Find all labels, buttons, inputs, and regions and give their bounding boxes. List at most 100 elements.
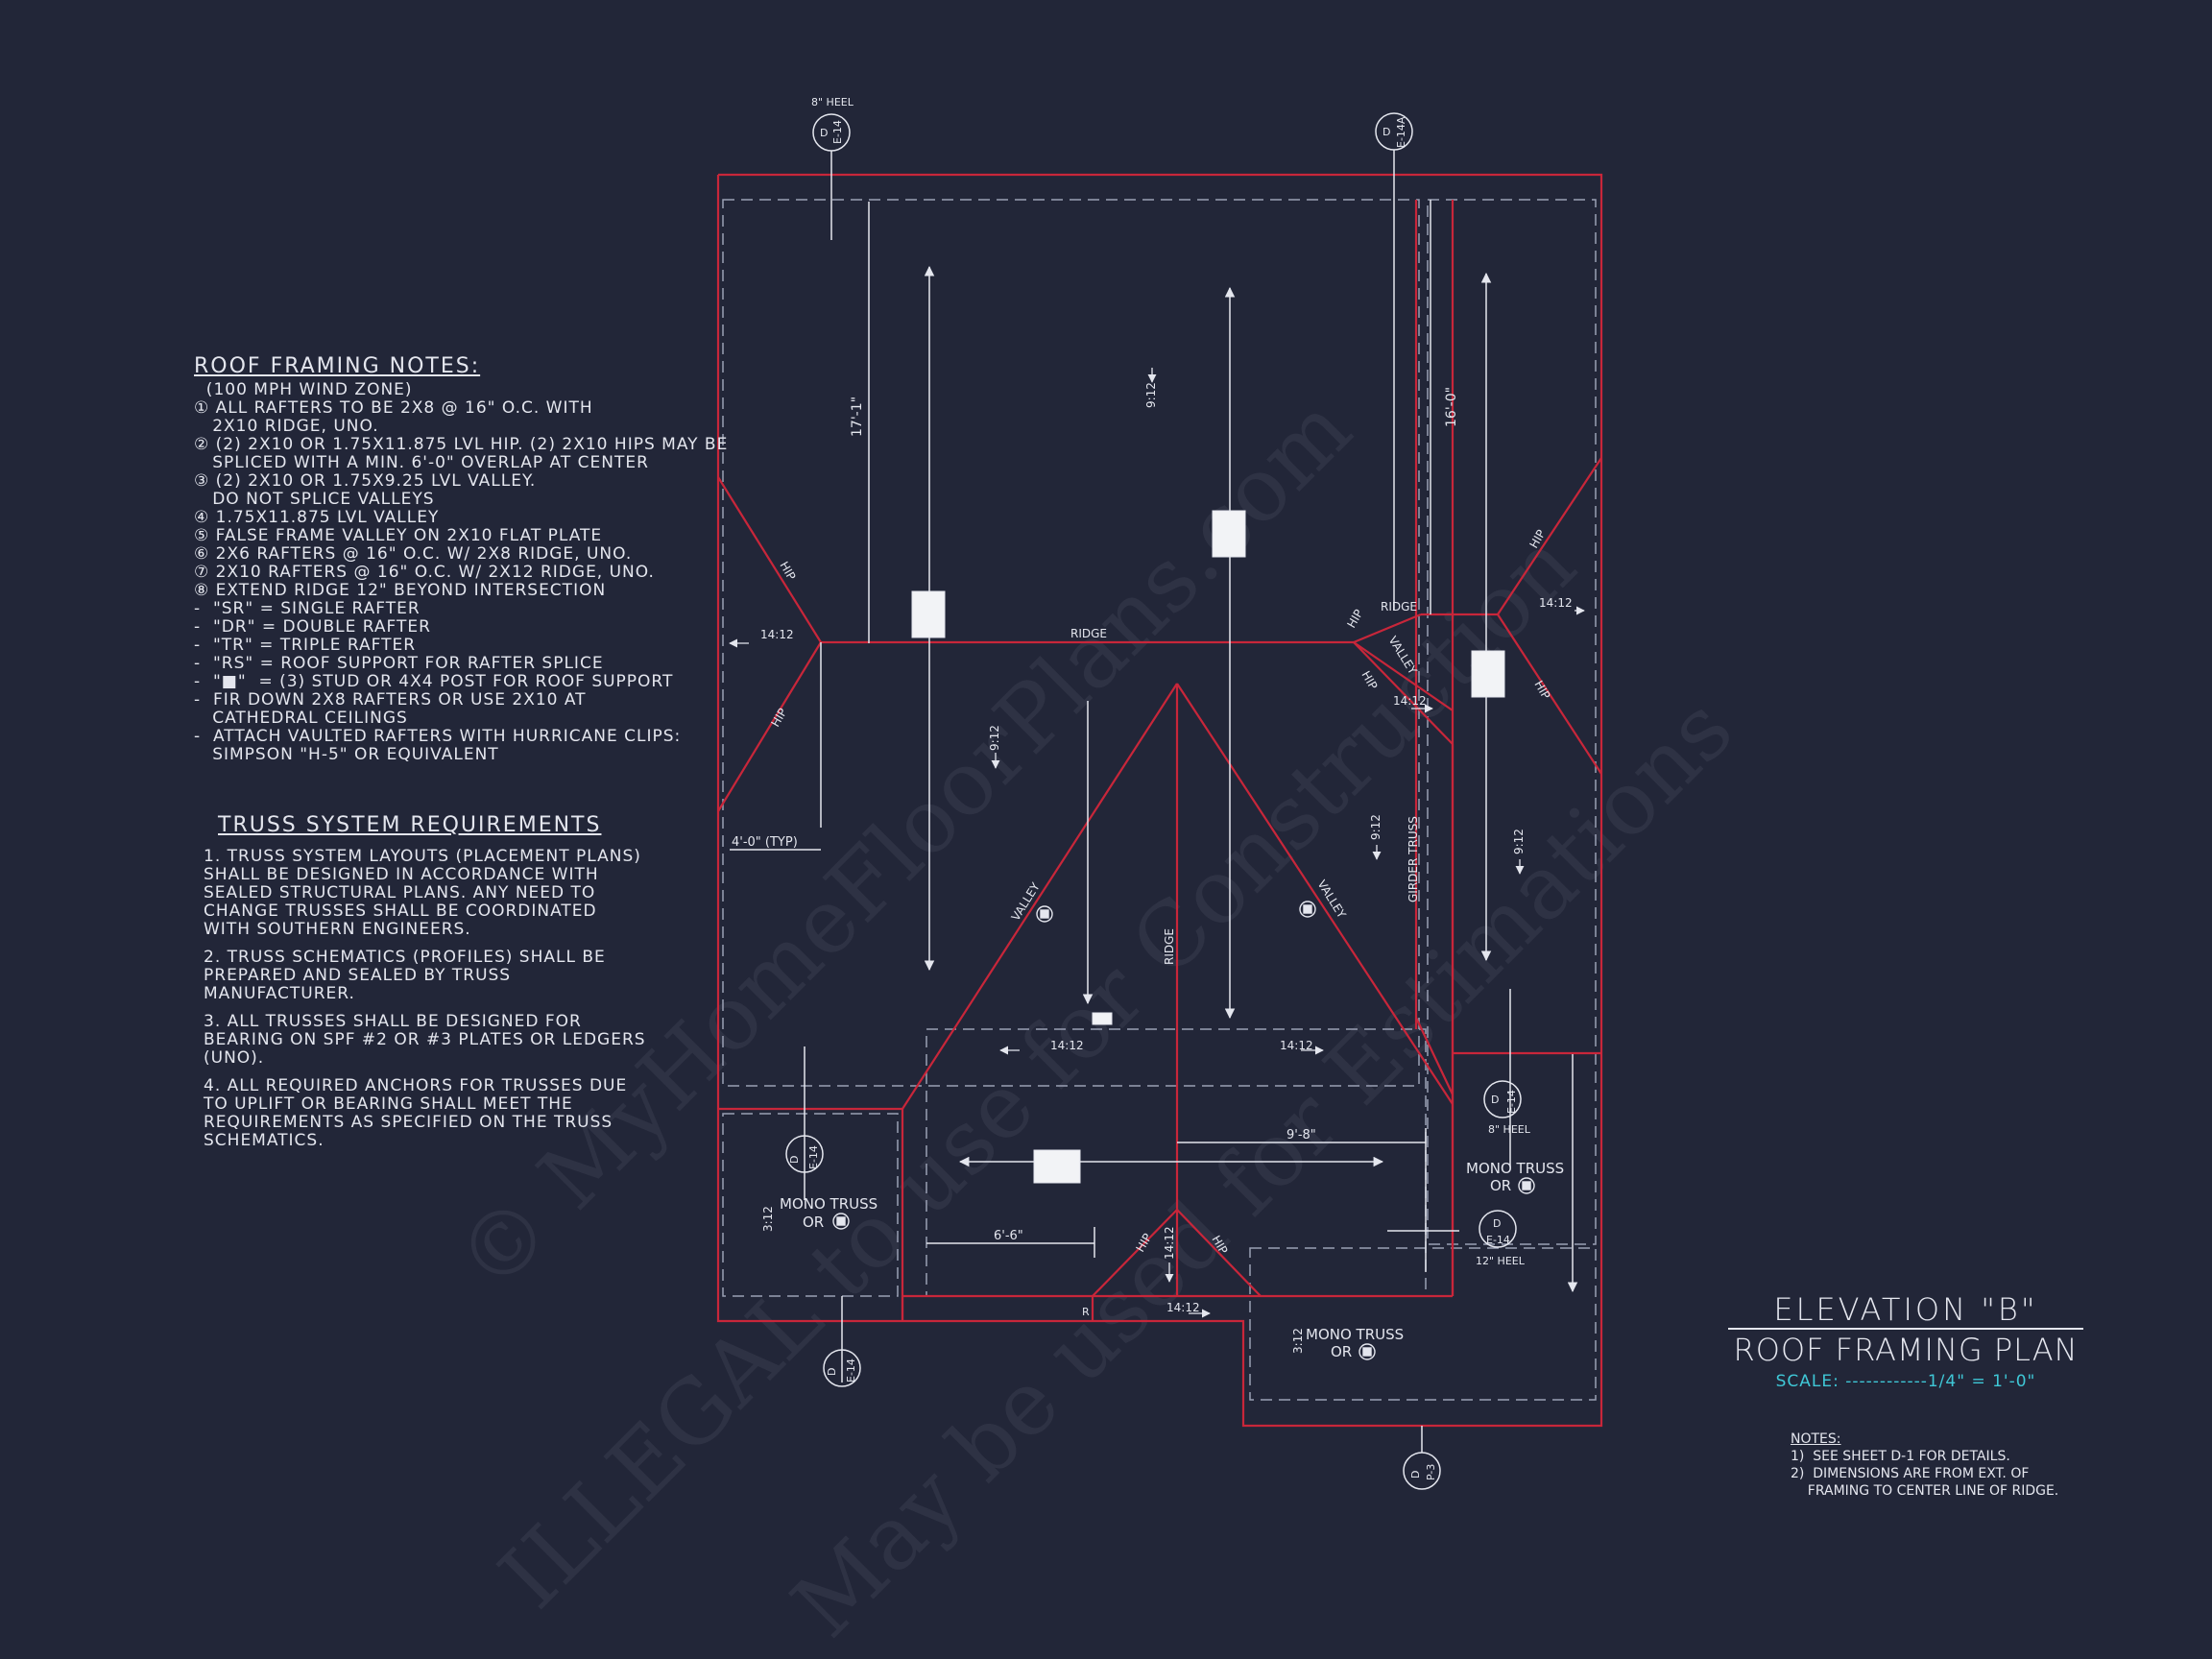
- roof-note-line: - "SR" = SINGLE RAFTER: [194, 599, 421, 618]
- truss-note-paragraph: 1. TRUSS SYSTEM LAYOUTS (PLACEMENT PLANS…: [204, 847, 641, 939]
- mono-truss-or-3: OR: [1331, 1343, 1352, 1360]
- mono-truss-label-1: MONO TRUSS: [780, 1195, 878, 1213]
- ridge-label-main: RIDGE: [1070, 627, 1107, 640]
- roof-notes-heading: ROOF FRAMING NOTES:: [194, 354, 481, 378]
- roof-note-line: ⑧ EXTEND RIDGE 12" BEYOND INTERSECTION: [194, 581, 607, 600]
- callout-3-sheet: E-14: [1505, 1090, 1518, 1114]
- callout-1-sheet: E-14: [831, 120, 844, 144]
- roof-note-line: ⑦ 2x10 RAFTERS @ 16" O.C. W/ 2x12 RIDGE,…: [194, 563, 655, 582]
- truss-note-paragraph: 4. ALL REQUIRED ANCHORS FOR TRUSSES DUE …: [204, 1076, 628, 1150]
- callout-3-d: D: [1491, 1094, 1499, 1106]
- callout-1-heel: 8" HEEL: [811, 96, 854, 108]
- callout-4-heel: 12" HEEL: [1476, 1255, 1526, 1267]
- dim-17-1: 17'-1": [850, 397, 865, 437]
- mono-truss-label-3: MONO TRUSS: [1306, 1326, 1404, 1343]
- callout-1-d: D: [820, 127, 828, 139]
- hip-label-2: HIP: [768, 706, 789, 729]
- title-elevation: ELEVATION "B": [1773, 1291, 2038, 1328]
- roof-notes-list: (100 MPH WIND ZONE)① ALL RAFTERS TO BE 2…: [194, 381, 728, 764]
- girder-truss-label: GIRDER TRUSS: [1407, 816, 1420, 902]
- valley-label-2: VALLEY: [1314, 878, 1349, 921]
- sheet-notes-heading: NOTES:: [1791, 1431, 1841, 1447]
- callout-2-sheet: E-14A: [1395, 116, 1407, 148]
- roof-note-line: - "DR" = DOUBLE RAFTER: [194, 617, 431, 637]
- mono-truss-or-1: OR: [803, 1214, 824, 1231]
- pitch-14-b2: 14:12: [1280, 1039, 1313, 1052]
- sheet-notes: NOTES: 1) SEE SHEET D-1 FOR DETAILS. 2) D…: [1791, 1431, 2058, 1500]
- roof-note-line: - ATTACH VAULTED RAFTERS WITH HURRICANE …: [194, 727, 682, 746]
- callout-4-d: D: [1493, 1217, 1501, 1230]
- callout-3-heel: 8" HEEL: [1488, 1123, 1531, 1136]
- sheet-note-line: FRAMING TO CENTER LINE OF RIDGE.: [1791, 1483, 2059, 1499]
- r-mark: R: [1082, 1306, 1090, 1318]
- dim-16-0: 16'-0": [1444, 387, 1459, 427]
- callout-6-sheet: E-14: [845, 1358, 857, 1382]
- pitch-3-a: 3:12: [761, 1206, 775, 1232]
- roof-note-line: CATHEDRAL CEILINGS: [194, 709, 408, 728]
- roof-note-line: ① ALL RAFTERS TO BE 2x8 @ 16" O.C. WITH: [194, 398, 593, 418]
- truss-note-paragraph: 3. ALL TRUSSES SHALL BE DESIGNED FOR BEA…: [204, 1012, 646, 1068]
- callout-7-sheet: P-3: [1425, 1464, 1437, 1480]
- title-scale: SCALE: ------------1/4" = 1'-0": [1775, 1372, 2036, 1391]
- ridge-label-vertical: RIDGE: [1163, 928, 1176, 965]
- roof-note-line: (100 MPH WIND ZONE): [194, 380, 413, 399]
- mono-truss-label-2: MONO TRUSS: [1466, 1160, 1564, 1177]
- roof-note-line: ④ 1.75x11.875 LVL VALLEY: [194, 508, 440, 527]
- pitch-9-b: 9:12: [988, 725, 1001, 751]
- roof-note-line: - FIR DOWN 2x8 RAFTERS OR USE 2x10 AT: [194, 690, 587, 709]
- pitch-14-vert: 14:12: [1163, 1226, 1176, 1260]
- roof-note-line: SIMPSON "H-5" OR EQUIVALENT: [194, 745, 499, 764]
- roof-note-line: ⑤ FALSE FRAME VALLEY ON 2x10 FLAT PLATE: [194, 526, 603, 545]
- pitch-14-left: 14:12: [760, 628, 794, 641]
- symbol-markers: [832, 901, 1535, 1360]
- pitch-3-b: 3:12: [1291, 1328, 1305, 1354]
- sheet-note-line: 2) DIMENSIONS ARE FROM EXT. OF: [1791, 1466, 2030, 1481]
- sheet-notes-list: 1) SEE SHEET D-1 FOR DETAILS. 2) DIMENSIO…: [1791, 1448, 2058, 1500]
- hip-label-4: HIP: [1531, 679, 1552, 702]
- callout-7-d: D: [1409, 1471, 1422, 1479]
- callout-4-sheet: E-14: [1486, 1234, 1510, 1246]
- dim-6-6: 6'-6": [994, 1229, 1023, 1243]
- mono-truss-or-2: OR: [1490, 1177, 1511, 1194]
- roof-note-line: SPLICED WITH A MIN. 6'-0" OVERLAP AT CEN…: [194, 453, 649, 472]
- roof-note-line: DO NOT SPLICE VALLEYS: [194, 490, 435, 509]
- truss-note-paragraph: 2. TRUSS SCHEMATICS (PROFILES) SHALL BE …: [204, 948, 606, 1003]
- roof-support-posts: [911, 510, 1505, 1184]
- pitch-9-c: 9:12: [1369, 814, 1382, 840]
- callout-5-sheet: E-14: [807, 1145, 820, 1169]
- callout-5-d: D: [788, 1156, 801, 1164]
- pitch-14-mid: 14:12: [1393, 694, 1427, 708]
- pitch-9-d: 9:12: [1512, 829, 1526, 854]
- sheet-note-line: 1) SEE SHEET D-1 FOR DETAILS.: [1791, 1449, 2010, 1464]
- truss-notes-heading: TRUSS SYSTEM REQUIREMENTS: [218, 813, 602, 837]
- dim-9-8: 9'-8": [1286, 1128, 1316, 1142]
- roof-edge-lines: [716, 173, 1603, 1428]
- roof-note-line: ③ (2) 2x10 OR 1.75x9.25 LVL VALLEY.: [194, 471, 537, 491]
- section-callouts: [785, 112, 1522, 1490]
- roof-note-line: 2x10 RIDGE, UNO.: [194, 417, 379, 436]
- valley-label-3: VALLEY: [1385, 634, 1420, 677]
- pitch-14-b1: 14:12: [1050, 1039, 1084, 1052]
- truss-notes-list: 1. TRUSS SYSTEM LAYOUTS (PLACEMENT PLANS…: [204, 848, 646, 1150]
- roof-note-line: ② (2) 2x10 OR 1.75x11.875 LVL HIP. (2) 2…: [194, 435, 729, 454]
- hip-label-6: HIP: [1358, 669, 1380, 692]
- roof-note-line: - "RS" = ROOF SUPPORT FOR RAFTER SPLICE: [194, 654, 604, 673]
- callout-6-d: D: [826, 1368, 838, 1376]
- pitch-14-right: 14:12: [1539, 596, 1573, 610]
- drawing-title-block: ELEVATION "B" ROOF FRAMING PLAN SCALE: -…: [1728, 1291, 2083, 1391]
- hip-label-8: HIP: [1209, 1234, 1230, 1257]
- dim-4-0: 4'-0" (TYP): [732, 835, 798, 850]
- roof-note-line: ⑥ 2x6 RAFTERS @ 16" O.C. W/ 2x8 RIDGE, U…: [194, 544, 633, 564]
- title-plan-name: ROOF FRAMING PLAN: [1728, 1328, 2083, 1368]
- callout-2-d: D: [1382, 126, 1390, 138]
- eave-dashed-lines: [722, 199, 1597, 1401]
- pitch-9-a: 9:12: [1144, 382, 1158, 408]
- roof-note-line: - "■" = (3) STUD OR 4x4 POST FOR ROOF SU…: [194, 672, 674, 691]
- roof-note-line: - "TR" = TRIPLE RAFTER: [194, 636, 417, 655]
- truss-requirements: TRUSS SYSTEM REQUIREMENTS 1. TRUSS SYSTE…: [204, 813, 646, 1160]
- pitch-14-b3: 14:12: [1166, 1301, 1200, 1314]
- pitch-arrows: [729, 368, 1585, 1318]
- hip-label-3: HIP: [1527, 527, 1548, 550]
- roof-framing-notes: ROOF FRAMING NOTES: (100 MPH WIND ZONE)①…: [194, 354, 728, 764]
